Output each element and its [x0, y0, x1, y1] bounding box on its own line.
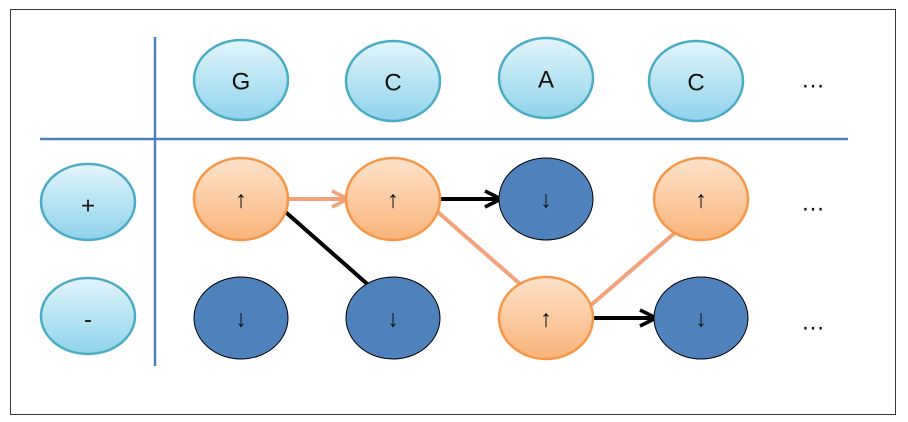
up-arrow-icon: ↑ — [540, 306, 552, 333]
up-arrow-icon: ↑ — [235, 187, 247, 214]
row-label: + — [81, 193, 95, 220]
row-header-plus: + — [39, 162, 137, 242]
row-header-minus: - — [39, 276, 137, 356]
state-node-down: ↓ — [193, 276, 289, 360]
column-ellipsis: … — [801, 67, 825, 94]
down-arrow-icon: ↓ — [387, 306, 399, 333]
transition-arrow-orange — [428, 203, 533, 295]
state-node-down: ↓ — [653, 276, 749, 360]
transition-arrow-black — [276, 203, 380, 295]
row-label: - — [84, 307, 92, 334]
column-label: A — [538, 67, 554, 94]
down-arrow-icon: ↓ — [695, 306, 707, 333]
column-label: G — [232, 69, 251, 96]
up-arrow-icon: ↑ — [695, 187, 707, 214]
down-arrow-icon: ↓ — [235, 306, 247, 333]
column-header-3: C — [647, 39, 745, 123]
row-ellipsis-0: … — [801, 190, 825, 217]
state-node-up: ↑ — [497, 275, 595, 361]
column-header-0: G — [192, 38, 290, 122]
state-node-down: ↓ — [498, 157, 594, 241]
column-header-2: A — [497, 36, 595, 120]
state-node-down: ↓ — [345, 276, 441, 360]
state-node-up: ↑ — [344, 156, 442, 242]
transition-arrows — [276, 199, 688, 318]
row-ellipsis-1: … — [801, 309, 825, 336]
diagram-frame — [10, 9, 896, 415]
column-label: C — [384, 70, 401, 97]
column-header-1: C — [344, 39, 442, 123]
state-node-up: ↑ — [192, 156, 290, 242]
state-nodes: ↑ ↑ ↓ ↑ ↓ ↓ ↑ ↓ — [192, 156, 750, 361]
up-arrow-icon: ↑ — [387, 187, 399, 214]
down-arrow-icon: ↓ — [540, 187, 552, 214]
state-node-up: ↑ — [652, 156, 750, 242]
column-label: C — [687, 70, 704, 97]
transition-arrow-orange — [581, 221, 688, 314]
